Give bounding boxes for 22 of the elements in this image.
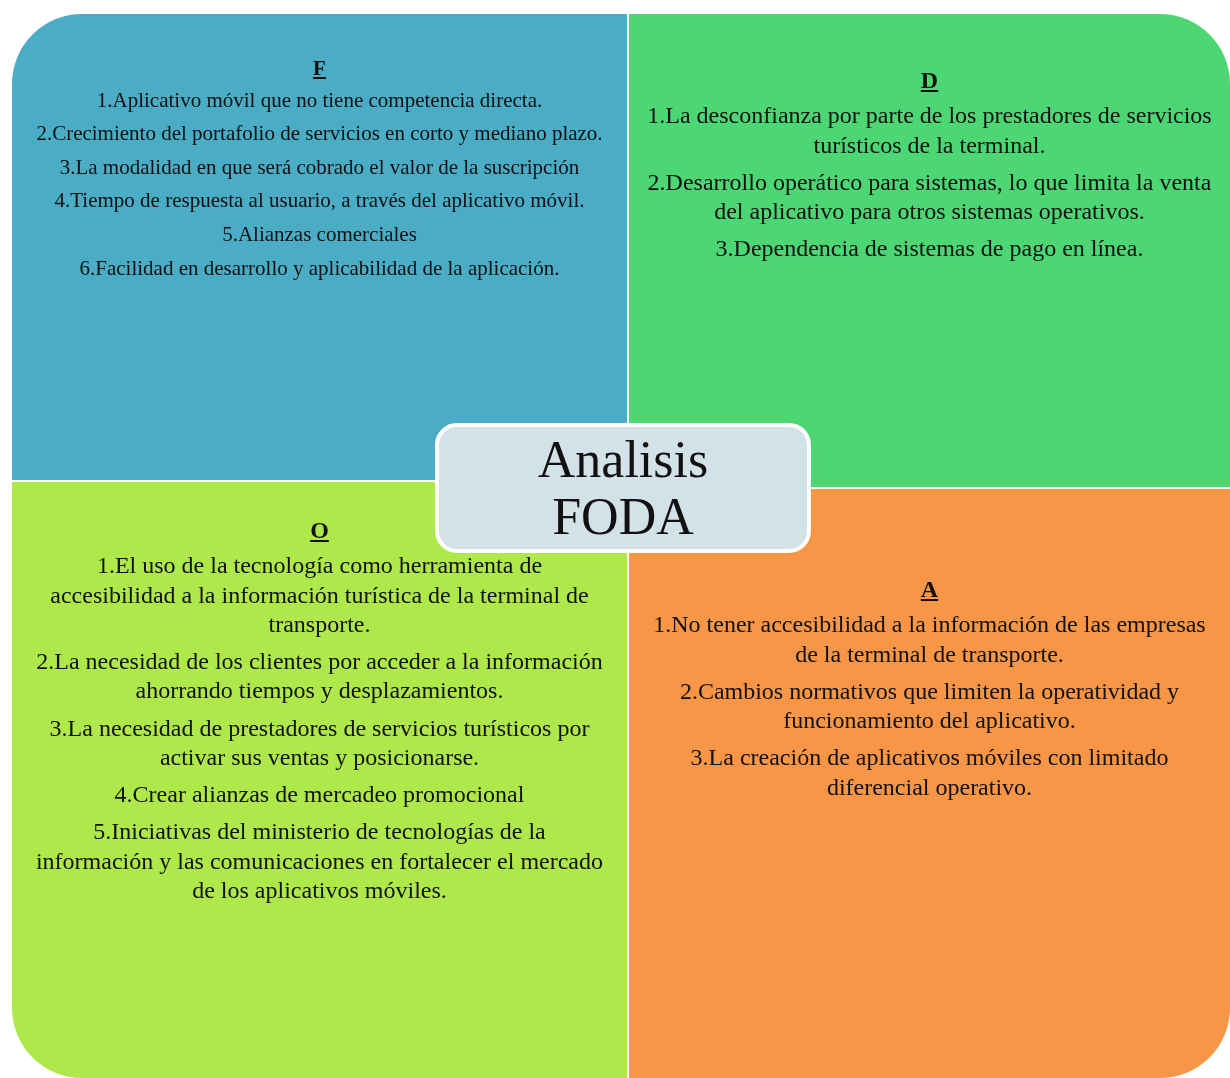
list-item: 4.Crear alianzas de mercadeo promocional bbox=[113, 780, 526, 810]
list-item: 2.La necesidad de los clientes por acceder a la información ahorrando tiempos y desplazamientos. bbox=[35, 647, 604, 706]
list-item: 2.Crecimiento del portafolio de servicios en corto y mediano plazo. bbox=[35, 121, 604, 147]
list-item: 2.Desarrollo operático para sistemas, lo que limita la venta del aplicativo para otros sistemas operativos. bbox=[647, 167, 1212, 227]
list-item: 3.Dependencia de sistemas de pago en línea. bbox=[714, 234, 1145, 264]
list-item: 1.No tener accesibilidad a la información de las empresas de la terminal de transporte. bbox=[652, 610, 1207, 669]
list-item: 4.Tiempo de respuesta al usuario, a través del aplicativo móvil. bbox=[53, 188, 586, 215]
list-item: 6.Facilidad en desarrollo y aplicabilidad de la aplicación. bbox=[78, 255, 561, 282]
list-item: 5.Iniciativas del ministerio de tecnologías de la información y las comunicaciones en fortalecer el mercado de los aplicativos móviles. bbox=[34, 817, 605, 905]
list-item: 1.El uso de la tecnología como herramienta de accesibilidad a la información turística de la terminal de transporte. bbox=[49, 551, 590, 639]
center-title: Analisis FODA bbox=[536, 430, 710, 546]
center-box bbox=[435, 423, 811, 553]
list-item: 1.Aplicativo móvil que no tiene competencia directa. bbox=[95, 87, 544, 114]
list-item: 1.La desconfianza por parte de los prestadores de servicios turísticos de la terminal. bbox=[647, 101, 1212, 160]
list-item: 5.Alianzas comerciales bbox=[221, 222, 418, 248]
quadrant-heading: A bbox=[919, 575, 940, 604]
quadrant-heading: F bbox=[312, 56, 327, 82]
list-item: 3.La creación de aplicativos móviles con limitado diferencial operativo. bbox=[689, 743, 1170, 802]
list-item: 3.La modalidad en que será cobrado el valor de la suscripción bbox=[58, 154, 581, 181]
list-item: 2.Cambios normativos que limiten la operatividad y funcionamiento del aplicativo. bbox=[678, 676, 1181, 736]
list-item: 3.La necesidad de prestadores de servicios turísticos por activar sus ventas y posicionarse. bbox=[48, 713, 591, 772]
quadrant-heading: D bbox=[919, 66, 940, 95]
